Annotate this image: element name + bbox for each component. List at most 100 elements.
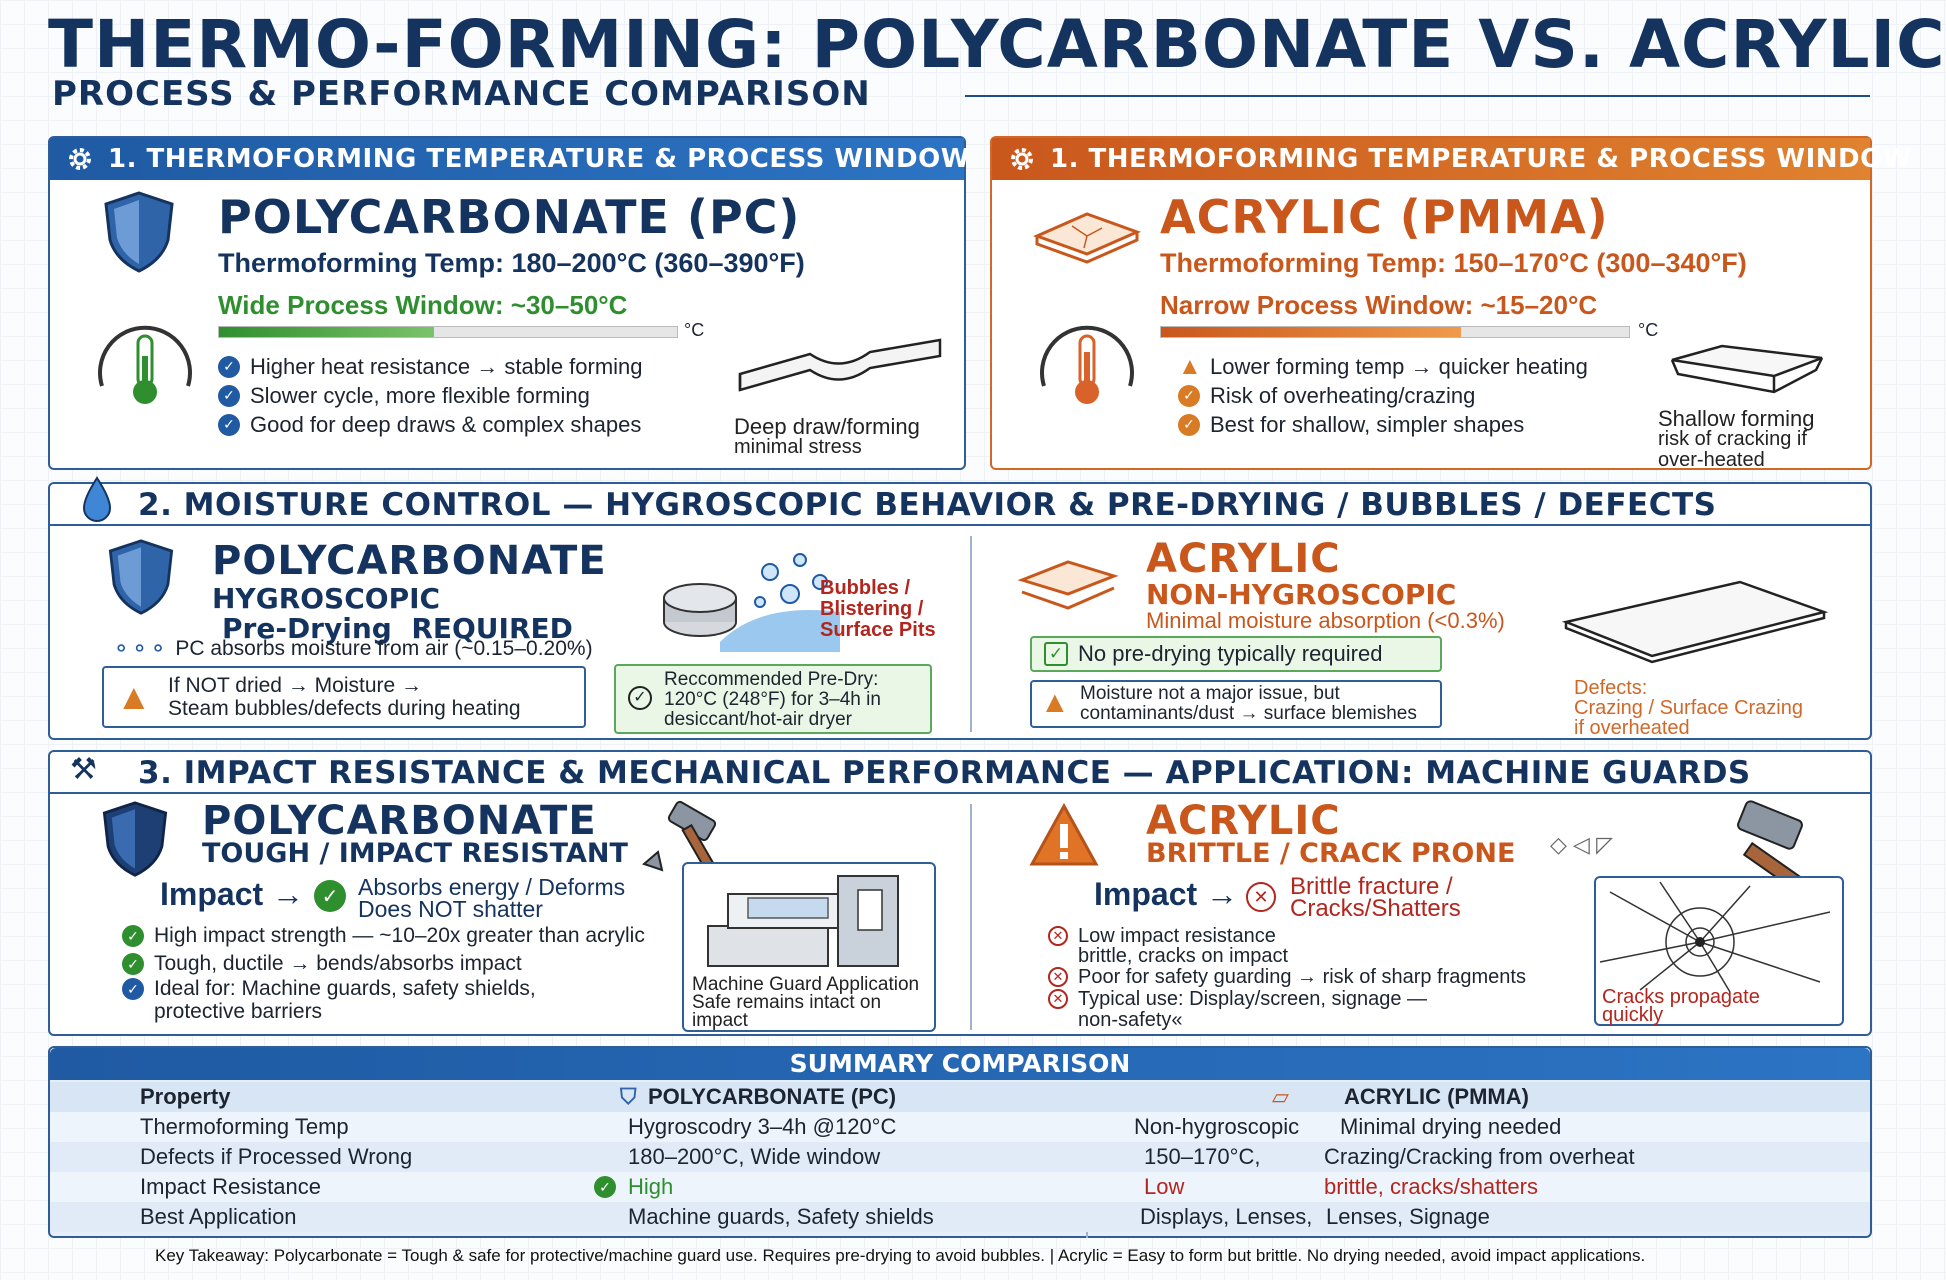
pc-temp: Thermoforming Temp: 180–200°C (360–390°F…: [218, 248, 805, 278]
list-item: ✓Ideal for: Machine guards, safety shiel…: [122, 977, 645, 1000]
acrylic-moisture-name: ACRYLIC: [1146, 536, 1341, 582]
shield-icon: [102, 801, 168, 877]
col-property: Property: [140, 1084, 231, 1109]
subtitle-rule: [965, 95, 1870, 97]
cracked-sheet-caption: Cracks propagate quickly: [1602, 986, 1760, 1026]
acrylic-defects-label: Defects: Crazing / Surface Crazing if ov…: [1574, 677, 1803, 739]
acrylic-sheet-icon: [1032, 212, 1142, 264]
acrylic-no-dry-text: No pre-drying typically required: [1078, 641, 1383, 666]
page-subtitle: PROCESS & PERFORMANCE COMPARISON: [52, 74, 871, 114]
check-circle-icon: ✓: [314, 880, 346, 912]
pc-impact-bullets: ✓High impact strength — ~10–20x greater …: [122, 922, 645, 1024]
acrylic-absorption: Minimal moisture absorption (<0.3%): [1146, 608, 1505, 633]
acrylic-non-hygroscopic: NON-HYGROSCOPIC: [1146, 578, 1457, 611]
section1-pc-header: 1. THERMOFORMING TEMPERATURE & PROCESS W…: [50, 138, 969, 180]
check-circle-icon: ✓: [594, 1176, 616, 1198]
section1-pc-header-text: 1. THERMOFORMING TEMPERATURE & PROCESS W…: [108, 144, 970, 174]
acrylic-sheet-stack-icon: [1017, 560, 1119, 610]
shield-icon: ⛉: [620, 1084, 637, 1109]
acrylic-moisture-warning-text: Moisture not a major issue, but contamin…: [1080, 683, 1417, 724]
pc-bullets: ✓Higher heat resistance → stable forming…: [218, 352, 643, 439]
moisture-bubbles-icon: ⚬⚬⚬: [112, 636, 168, 661]
pc-image-caption: Deep draw/forming minimal stress: [734, 414, 920, 458]
list-item: ✓Tough, ductile → bends/absorbs impact: [122, 950, 645, 978]
check-icon: ✓: [218, 384, 240, 407]
broken-glass-shards: ◇ ◁ ◸: [1550, 832, 1613, 857]
shallow-tray-illustration: [1670, 344, 1824, 394]
acrylic-temp: Thermoforming Temp: 150–170°C (300–340°F…: [1160, 248, 1747, 278]
section3-panel: 3. IMPACT RESISTANCE & MECHANICAL PERFOR…: [48, 750, 1872, 1036]
sheet-icon: ▱: [1272, 1084, 1289, 1109]
pc-bar-unit: °C: [684, 320, 705, 340]
check-icon: ✓: [218, 355, 240, 378]
checkbox-icon: ✓: [628, 686, 652, 710]
list-item-continued: protective barriers: [154, 1000, 323, 1023]
col-acrylic: ACRYLIC (PMMA): [1344, 1084, 1529, 1109]
check-icon: ✓: [122, 953, 144, 975]
thermometer-gauge-icon: [1040, 325, 1134, 404]
pc-hygroscopic: HYGROSCOPIC: [212, 582, 441, 615]
flat-sheet-illustration: [1561, 580, 1829, 664]
checkbox-icon: ✓: [1044, 642, 1068, 666]
pc-predry-box: ✓ Reccommended Pre-Dry: 120°C (248°F) fo…: [614, 664, 932, 734]
list-item: ✓Risk of overheating/crazing: [1178, 381, 1588, 410]
pc-window: Wide Process Window: ~30–50°C: [218, 290, 628, 320]
list-item: ✓Higher heat resistance → stable forming: [218, 352, 643, 381]
table-row: Impact Resistance ✓ High Low brittle, cr…: [50, 1172, 1870, 1202]
acrylic-moisture-warning: ▲ Moisture not a major issue, but contam…: [1030, 680, 1442, 728]
check-icon: ✓: [218, 413, 240, 436]
summary-header-row: Property ⛉ POLYCARBONATE (PC) ▱ ACRYLIC …: [50, 1082, 1870, 1112]
machine-guard-caption: Machine Guard Application Safe remains i…: [692, 974, 920, 1031]
check-icon: ✓: [122, 925, 144, 947]
table-row: Best Application Machine guards, Safety …: [50, 1202, 1870, 1232]
acrylic-window-bar: [1160, 326, 1630, 338]
table-row: Defects if Processed Wrong 180–200°C, Wi…: [50, 1142, 1870, 1172]
pc-moisture-warning: ▲ If NOT dried → Moisture → Steam bubble…: [102, 666, 586, 728]
pc-window-bar: [218, 326, 678, 338]
section1-acrylic-header: 1. THERMOFORMING TEMPERATURE & PROCESS W…: [992, 138, 1911, 180]
machine-guard-illustration: [707, 875, 899, 967]
warning-icon: ▲: [1178, 352, 1202, 380]
acrylic-bullets: ▲Lower forming temp → quicker heating ✓R…: [1178, 352, 1588, 439]
pc-impact-sub: TOUGH / IMPACT RESISTANT: [202, 838, 628, 869]
tools-icon: ⚒: [70, 753, 97, 786]
gear-icon: [1011, 148, 1033, 170]
summary-header: SUMMARY COMPARISON: [50, 1048, 1870, 1080]
list-item-continued: non-safety«: [1078, 1009, 1183, 1031]
section1-acrylic-panel: 1. THERMOFORMING TEMPERATURE & PROCESS W…: [990, 136, 1911, 471]
list-item: ✓High impact strength — ~10–20x greater …: [122, 922, 645, 950]
pc-impact-label: Impact →: [160, 876, 305, 912]
machine-guard-image-box: Machine Guard Application Safe remains i…: [682, 862, 936, 1032]
acrylic-image-caption: Shallow forming risk of cracking if over…: [1658, 406, 1815, 471]
pc-window-bar-fill: [219, 327, 435, 337]
pc-predry-required: Pre-Drying REQUIRED: [222, 612, 573, 645]
pc-bubbles-label: Bubbles / Blistering / Surface Pits: [820, 577, 936, 641]
x-icon: ✕: [1048, 926, 1068, 946]
x-icon: ✕: [1048, 989, 1068, 1009]
cracked-sheet-image-box: Cracks propagate quickly: [1594, 876, 1844, 1026]
list-item: ✕Low impact resistance: [1048, 926, 1526, 946]
section3-header: 3. IMPACT RESISTANCE & MECHANICAL PERFOR…: [50, 752, 1870, 794]
list-item: ✓Best for shallow, simpler shapes: [1178, 410, 1588, 439]
pc-predry-text: Reccommended Pre-Dry: 120°C (248°F) for …: [664, 669, 881, 730]
page-title: THERMO-FORMING: POLYCARBONATE VS. ACRYLI…: [48, 6, 1946, 83]
x-icon: ✕: [1048, 967, 1068, 987]
col-pc: POLYCARBONATE (PC): [648, 1084, 897, 1109]
list-item: ✓Slower cycle, more flexible forming: [218, 381, 643, 410]
warning-icon: ▲: [116, 676, 152, 717]
check-icon: ✓: [1178, 384, 1200, 407]
shield-icon: [108, 539, 174, 615]
section2-header: 2. MOISTURE CONTROL — HYGROSCOPIC BEHAVI…: [50, 484, 1870, 526]
list-item: ✓Good for deep draws & complex shapes: [218, 410, 643, 439]
acrylic-bar-unit: °C: [1638, 320, 1659, 340]
section2-divider: [970, 536, 972, 732]
thermometer-gauge-icon: [98, 325, 192, 404]
pc-impact-name: POLYCARBONATE: [202, 798, 597, 844]
pc-absorb-row: ⚬⚬⚬ PC absorbs moisture from air (~0.15–…: [112, 636, 593, 661]
pc-impact-result: Absorbs energy / Deforms Does NOT shatte…: [358, 874, 626, 922]
acrylic-no-dry-box: ✓ No pre-drying typically required: [1030, 636, 1442, 672]
table-row: Thermoforming Temp Hygroscodry 3–4h @120…: [50, 1112, 1870, 1142]
list-item: ✕Poor for safety guarding → risk of shar…: [1048, 966, 1526, 988]
check-icon: ✓: [122, 978, 144, 1000]
section3-divider: [970, 804, 972, 1030]
